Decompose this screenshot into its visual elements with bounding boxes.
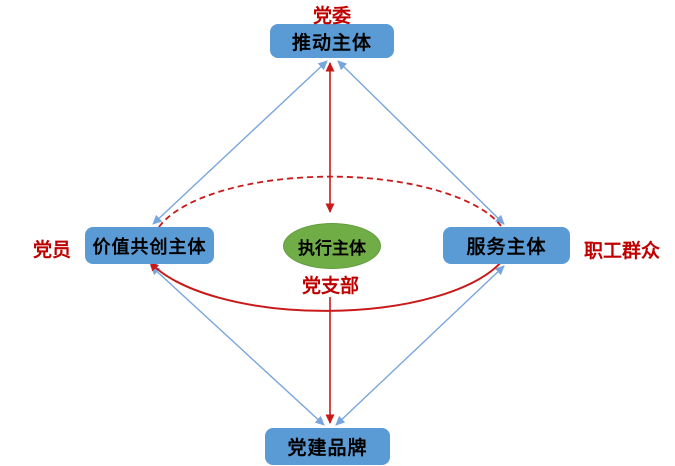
node-value-cocreation-subject: 价值共创主体 [85,227,214,264]
node-party-building-brand: 党建品牌 [265,428,390,465]
annotation-staff-masses: 职工群众 [584,241,661,262]
node-value-cocreation-subject-label: 价值共创主体 [92,236,207,257]
node-promoting-subject: 推动主体 [270,24,394,58]
edge-arc-solid-bottom [149,260,503,312]
edge-right-bottom [335,265,505,426]
annotation-party-committee: 党委 [313,6,352,27]
edge-left-top [152,60,328,225]
node-party-building-brand-label: 党建品牌 [287,438,368,459]
node-service-subject: 服务主体 [443,227,570,264]
node-executing-subject-label: 执行主体 [298,238,366,258]
node-executing-subject: 执行主体 [283,223,381,269]
edge-left-bottom [150,265,325,426]
node-service-subject-label: 服务主体 [466,237,547,258]
node-promoting-subject-label: 推动主体 [291,32,372,54]
edge-arc-dashed-top [158,175,502,228]
annotation-party-branch: 党支部 [302,276,360,297]
annotation-party-members: 党员 [33,240,72,261]
edge-top-right [337,60,505,225]
